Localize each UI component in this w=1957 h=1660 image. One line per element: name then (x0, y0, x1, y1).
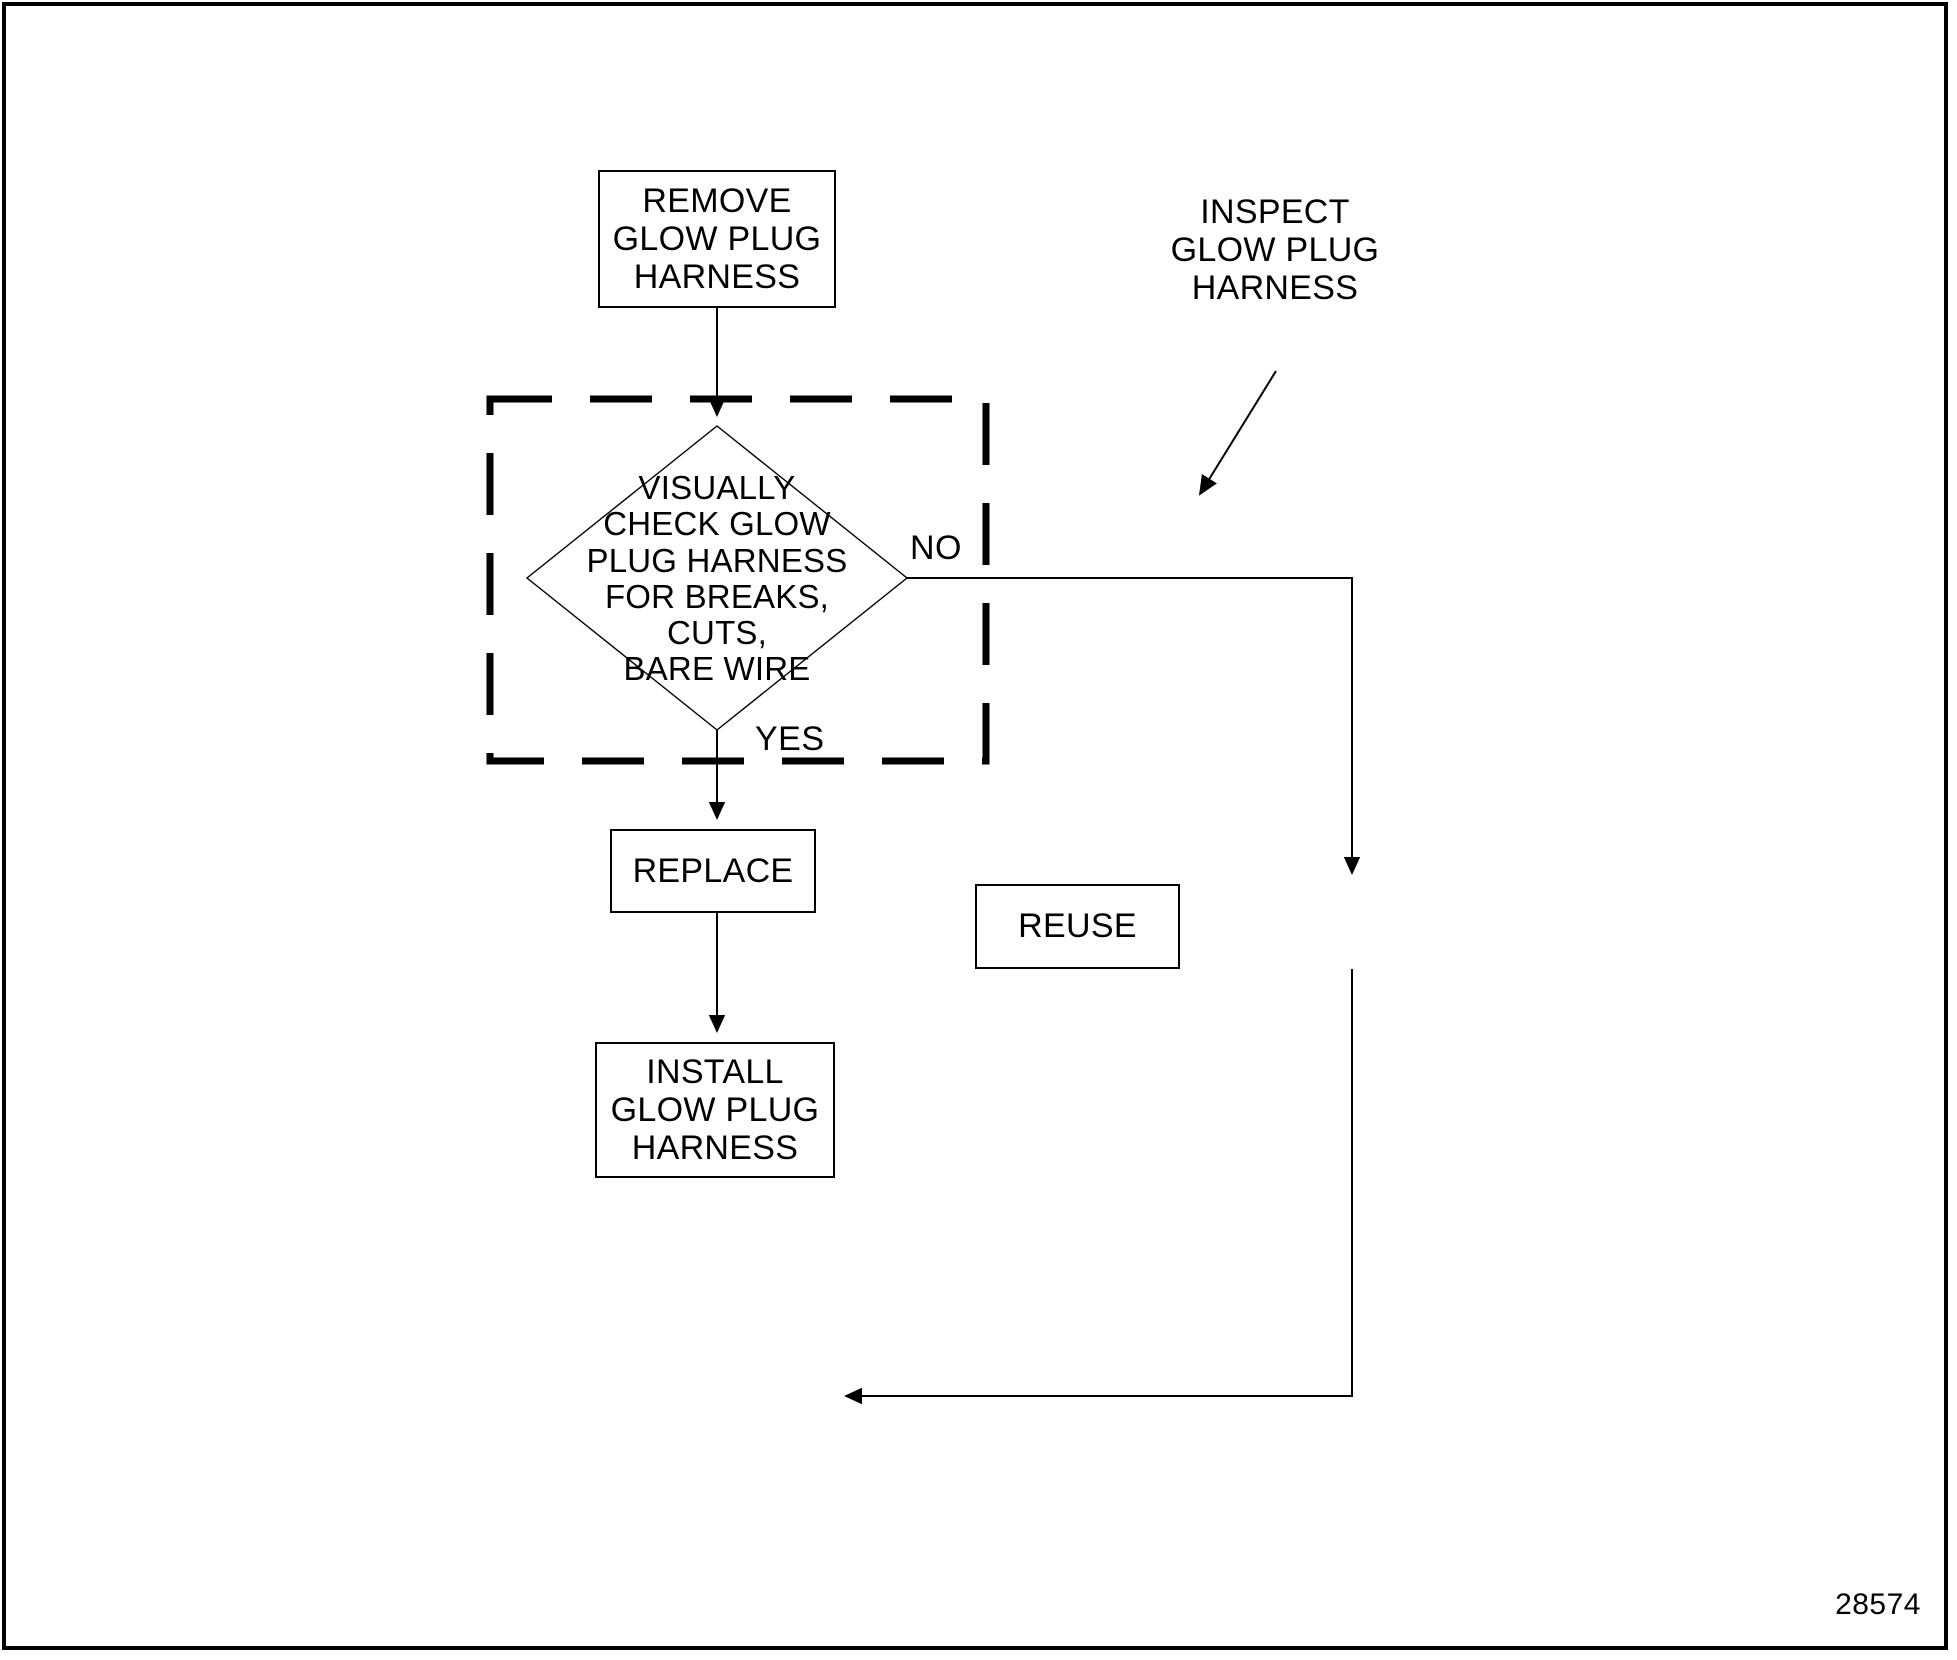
branch-label-no: NO (910, 529, 962, 567)
node-decision-visual-check-label: VISUALLY CHECK GLOW PLUG HARNESS FOR BRE… (586, 469, 848, 688)
connector-decision-no-to-reuse (907, 577, 1361, 875)
node-remove-glow-plug-harness[interactable]: REMOVE GLOW PLUG HARNESS (598, 170, 836, 308)
node-reuse[interactable]: REUSE (975, 884, 1180, 969)
callout-inspect-glow-plug-harness: INSPECT GLOW PLUG HARNESS (1170, 193, 1380, 308)
figure-number: 28574 (1835, 1588, 1921, 1621)
leader-line-inspect-callout (1198, 370, 1277, 496)
node-replace[interactable]: REPLACE (610, 829, 816, 913)
node-install-glow-plug-harness[interactable]: INSTALL GLOW PLUG HARNESS (595, 1042, 835, 1178)
inspect-region-dashed-box (486, 395, 990, 765)
connector-reuse-to-install (844, 969, 1353, 1405)
branch-label-yes: YES (755, 720, 825, 758)
